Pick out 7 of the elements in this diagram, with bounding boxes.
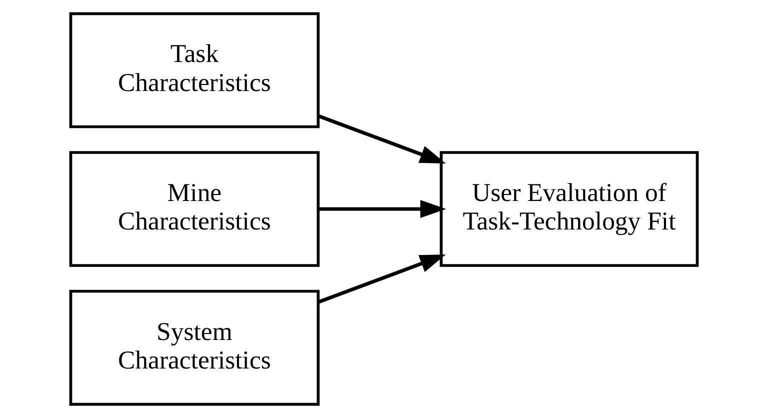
node-box: User Evaluation of Task-Technology Fit — [440, 151, 699, 267]
node-box: System Characteristics — [69, 290, 320, 406]
arrow — [318, 114, 446, 164]
node-box: Mine Characteristics — [69, 151, 320, 267]
arrow — [318, 200, 446, 218]
arrow — [318, 254, 446, 304]
node-box: Task Characteristics — [69, 12, 320, 128]
